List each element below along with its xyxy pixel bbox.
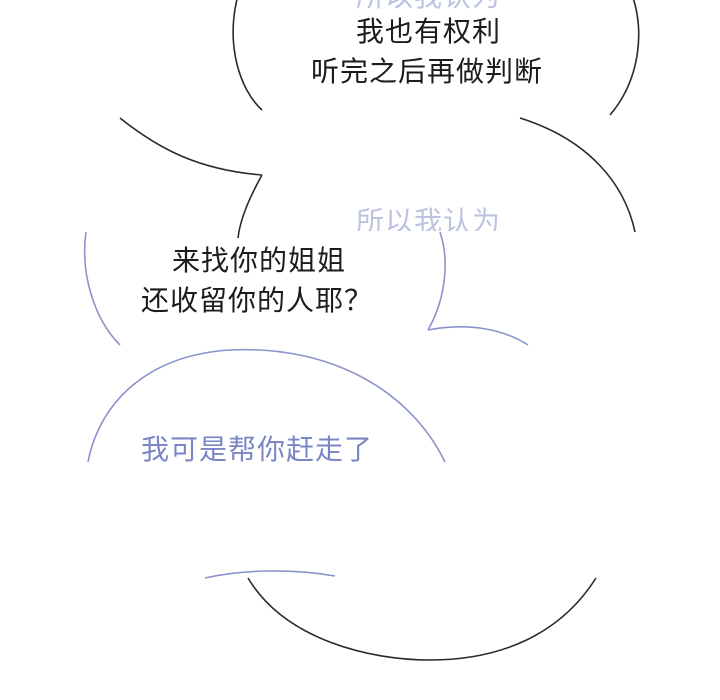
middle-right-bubble-line-1: 所以我认为 xyxy=(356,205,502,231)
lower-left-speech-bubble xyxy=(87,348,446,463)
top-bubble-line-1: 我也有权利 xyxy=(356,15,502,48)
top-speech-bubble xyxy=(232,0,640,116)
middle-left-bubble-line-2: 还收留你的人耶？ xyxy=(141,284,374,317)
middle-right-speech-bubble xyxy=(119,117,636,239)
top-bubble-partial-line: 所以我认为 xyxy=(356,0,501,14)
middle-left-speech-bubble xyxy=(83,231,529,346)
middle-left-bubble-line-1: 来找你的姐姐 xyxy=(172,244,347,277)
bottom-speech-bubble xyxy=(247,577,597,661)
lower-left-bubble-line-1: 我可是帮你赶走了 xyxy=(141,433,374,466)
top-bubble-line-2: 听完之后再做判断 xyxy=(311,55,544,88)
lower-blue-arc xyxy=(204,570,336,579)
